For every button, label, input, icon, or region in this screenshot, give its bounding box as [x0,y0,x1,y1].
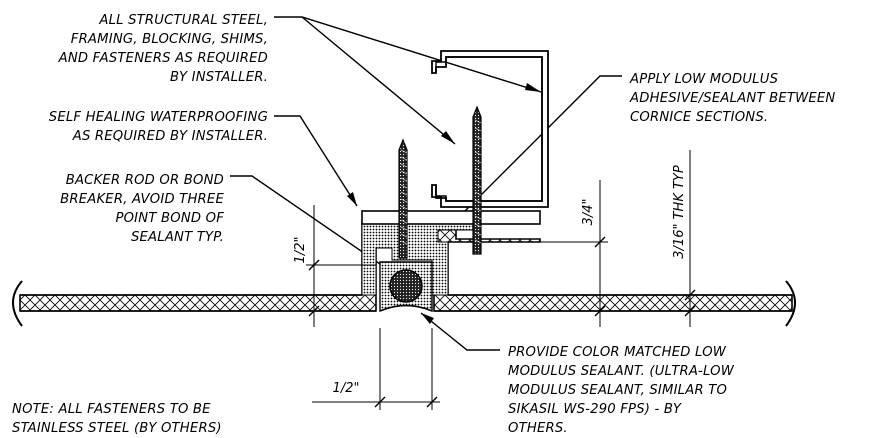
leader-waterproofing [274,115,358,207]
note-backer-rod-line-4: SEALANT TYP. [131,230,224,245]
note-backer-rod-line-2: BREAKER, AVOID THREE [60,192,224,207]
note-backer-rod-line-3: POINT BOND OF [115,211,224,226]
note-adhesive-line-3: CORNICE SECTIONS. [630,110,768,125]
note-fasteners: NOTE: ALL FASTENERS TO BE STAINLESS STEE… [12,402,222,436]
dim-right-vertical-text: 3/16" THK TYP [672,165,687,259]
sealant-face-curve [379,304,433,312]
left-break-line [12,280,23,327]
fastener-screw-right [472,105,482,255]
note-steel-line-4: BY INSTALLER. [170,70,268,85]
note-sealant-line-5: OTHERS. [508,421,568,436]
right-break-line [785,280,796,327]
steel-channel-inner [435,56,543,202]
dimension-right-vertical: 3/16" THK TYP [672,150,696,327]
dim-left-ticks [308,259,320,317]
right-panel [433,223,793,312]
arrowhead-waterproofing [347,192,357,206]
note-sealant-line-1: PROVIDE COLOR MATCHED LOW [508,345,727,360]
dimension-bottom-horizontal: 1/2" [312,328,440,410]
note-backer-rod-line-1: BACKER ROD OR BOND [66,173,224,188]
note-adhesive-line-1: APPLY LOW MODULUS [629,72,778,87]
note-sealant-line-4: SIKASIL WS-290 FPS) - BY [508,402,682,417]
note-waterproofing-line-2: AS REQUIRED BY INSTALLER. [72,129,268,144]
leader-color-sealant [420,312,500,351]
dimension-mid-vertical: 3/4" [538,180,608,327]
dim-bottom-ticks [374,396,438,408]
leader-backer-rod [230,175,397,276]
leader-adhesive [439,75,622,237]
note-structural-steel: ALL STRUCTURAL STEEL, FRAMING, BLOCKING,… [58,13,268,85]
note-color-matched-sealant: PROVIDE COLOR MATCHED LOW MODULUS SEALAN… [508,345,735,436]
note-fasteners-line-1: NOTE: ALL FASTENERS TO BE [12,402,211,417]
note-backer-rod: BACKER ROD OR BOND BREAKER, AVOID THREE … [60,173,224,245]
backer-rod [389,269,423,303]
blocking-plate [361,210,541,225]
fastener-screw-left [398,138,408,259]
note-sealant-line-2: MODULUS SEALANT. (ULTRA-LOW [508,364,735,379]
arrowhead-color-sealant [421,313,434,324]
arrowhead-steel-1 [525,83,541,92]
dim-left-vertical-text: 1/2" [293,237,308,264]
note-fasteners-line-2: STAINLESS STEEL (BY OTHERS) [12,421,222,436]
dim-bottom-horizontal-text: 1/2" [333,381,360,396]
note-steel-line-1: ALL STRUCTURAL STEEL, [98,13,268,28]
note-adhesive-sealant: APPLY LOW MODULUS ADHESIVE/SEALANT BETWE… [629,72,836,125]
steel-channel [431,50,549,208]
note-steel-line-3: AND FASTENERS AS REQUIRED [58,51,268,66]
dimension-left-vertical: 1/2" [293,205,376,327]
note-steel-line-2: FRAMING, BLOCKING, SHIMS, [71,32,268,47]
dim-mid-vertical-text: 3/4" [581,199,596,226]
arrowhead-steel-2 [441,131,455,144]
leader-steel-to-shim [301,16,456,145]
dim-right-ticks [684,289,696,317]
note-waterproofing: SELF HEALING WATERPROOFING AS REQUIRED B… [49,110,268,144]
note-waterproofing-line-1: SELF HEALING WATERPROOFING [49,110,268,125]
note-adhesive-line-2: ADHESIVE/SEALANT BETWEEN [629,91,836,106]
dim-mid-ticks [594,236,606,317]
note-sealant-line-3: MODULUS SEALANT, SIMILAR TO [508,383,727,398]
